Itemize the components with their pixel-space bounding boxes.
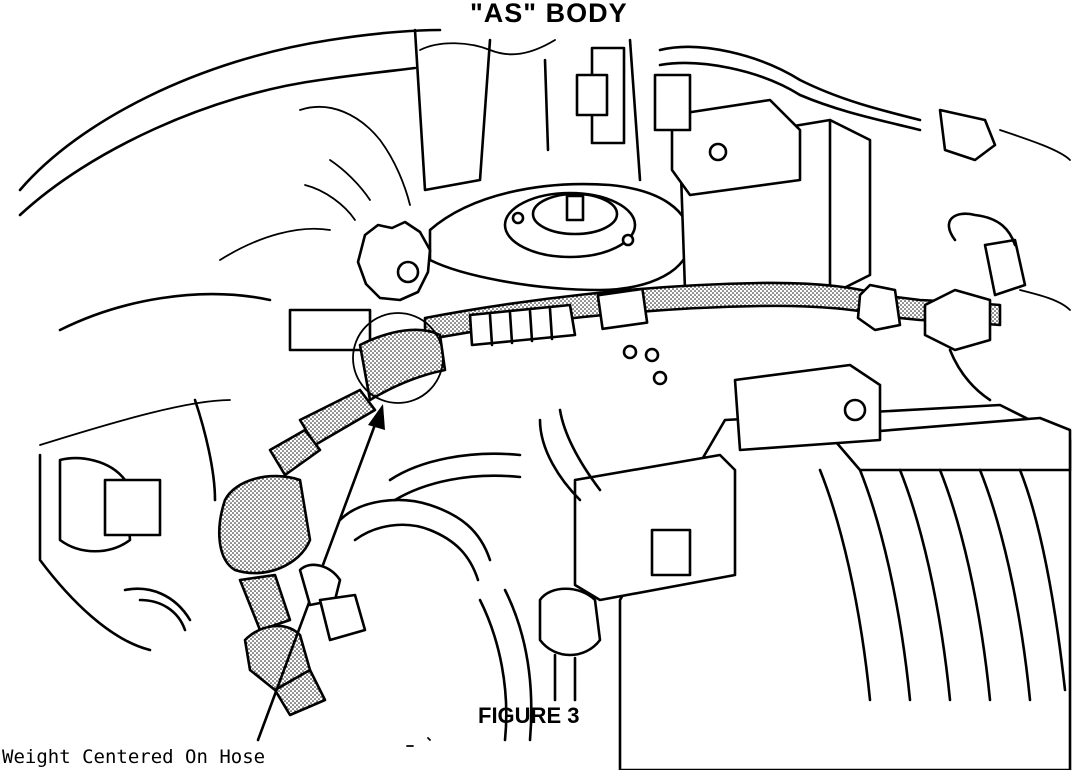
lower-hoses xyxy=(298,408,602,742)
hose-weight xyxy=(218,312,447,717)
diagram-title: "AS" BODY xyxy=(470,0,628,28)
connector-bracket xyxy=(543,38,642,182)
fender-outline xyxy=(18,28,442,652)
fender-cover xyxy=(299,28,556,221)
scan-specks xyxy=(406,737,431,747)
callout-label: Weight Centered On Hose xyxy=(2,746,266,768)
throttle-body xyxy=(538,453,737,702)
ac-hose xyxy=(423,281,1002,347)
control-module xyxy=(653,45,1071,297)
mounting-bolts xyxy=(622,344,668,386)
lower-left-components xyxy=(58,398,217,632)
wing-nut xyxy=(288,220,432,352)
strut-tower xyxy=(428,182,692,292)
figure-label: FIGURE 3 xyxy=(478,703,580,728)
right-hose-assembly xyxy=(856,212,1071,402)
